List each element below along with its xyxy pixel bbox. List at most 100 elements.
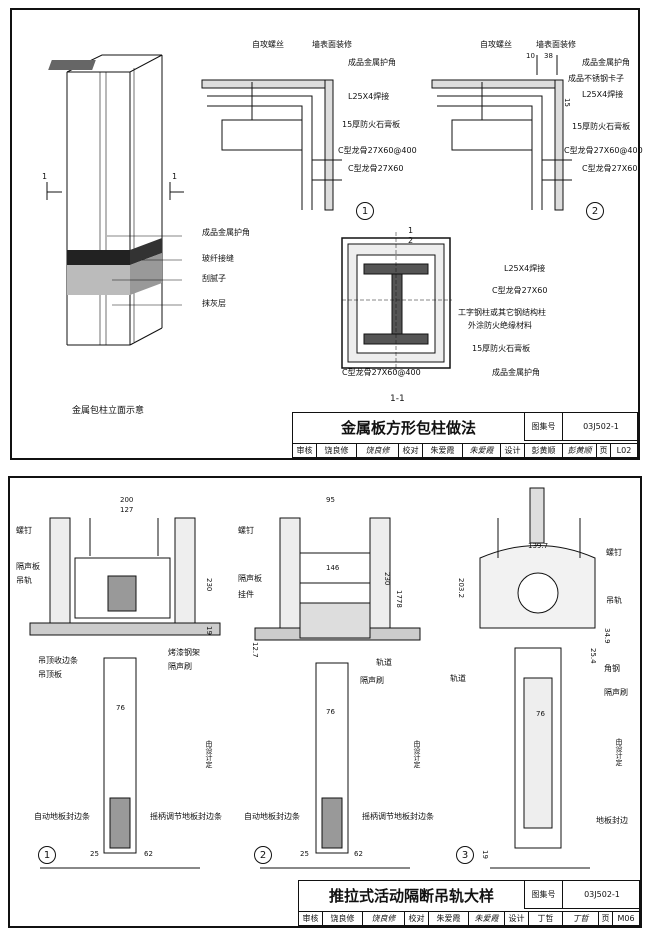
drawing-sheet-l02: 成品金属护角 玻纤接缝 刮腻子 抹灰层 1 1 金属包柱立面示意 自攻螺丝 墙表… xyxy=(10,8,643,460)
d1-dim-25: 25 xyxy=(90,850,99,858)
d3-label-track: 吊轨 xyxy=(606,596,622,605)
d1-label-gypsum: 15厚防火石膏板 xyxy=(342,120,401,129)
d2-dim-76: 76 xyxy=(326,708,335,716)
detail-number-2: 2 xyxy=(586,202,604,220)
s11-label-keel-400: C型龙骨27X60@400 xyxy=(342,368,421,377)
drawing-title: 金属板方形包柱做法 xyxy=(293,413,525,441)
reviewer-signature: 饶良修 xyxy=(357,443,399,457)
detail-number-1: 1 xyxy=(38,846,56,864)
d1-dim-127: 127 xyxy=(120,506,134,514)
label-fiberglass-joint: 玻纤接缝 xyxy=(202,254,234,263)
d2-label-gypsum: 15厚防火石膏板 xyxy=(572,122,631,131)
design-label: 设计 xyxy=(505,911,529,925)
d1-label-panel: 隔声板 xyxy=(16,562,40,571)
d3-dim-203-2: 203.2 xyxy=(457,578,465,599)
review-label: 审核 xyxy=(299,911,323,925)
d3-label-by-design: 由设计定 xyxy=(615,738,623,766)
d2-dim-38: 38 xyxy=(544,52,553,60)
detail-number-1: 1 xyxy=(356,202,374,220)
d1-label-brush: 隔声刷 xyxy=(168,662,192,671)
atlas-label: 图集号 xyxy=(525,881,563,909)
d2-label-keel-400: C型龙骨27X60@400 xyxy=(564,146,643,155)
title-block-l02: 金属板方形包柱做法 图集号 03J502-1 审核 饶良修 饶良修 校对 朱爱霞… xyxy=(292,412,639,458)
d2-dim-15: 15 xyxy=(563,98,571,107)
d1-label-track: 吊轨 xyxy=(16,576,32,585)
section-mark-left: 1 xyxy=(42,172,48,181)
d2-label-angle-weld: L25X4焊接 xyxy=(582,90,624,99)
d1-dim-19: 19 xyxy=(205,626,213,635)
d2-label-brush: 隔声刷 xyxy=(360,676,384,685)
d1-label-metal-corner: 成品金属护角 xyxy=(348,58,396,67)
s11-label-metal-corner: 成品金属护角 xyxy=(492,368,540,377)
detail-number-3: 3 xyxy=(456,846,474,864)
page-number: M06 xyxy=(613,911,639,925)
designer-name: 彭黄顺 xyxy=(525,443,563,457)
d2-label-rail: 轨道 xyxy=(376,658,392,667)
label-putty: 刮腻子 xyxy=(202,274,226,283)
d1-label-keel-400: C型龙骨27X60@400 xyxy=(338,146,417,155)
s11-label-gypsum: 15厚防火石膏板 xyxy=(472,344,531,353)
d2-label-wall-finish: 墙表面装修 xyxy=(536,40,576,49)
d3-dim-34-9: 34.9 xyxy=(603,628,611,644)
atlas-number: 03J502-1 xyxy=(563,881,641,909)
d2-label-steel-clip: 成品不锈钢卡子 xyxy=(568,74,624,83)
detail-number-2: 2 xyxy=(254,846,272,864)
checker-name: 朱爱霞 xyxy=(429,911,469,925)
d2-label-crank-floor-seal: 摇柄调节地板封边条 xyxy=(362,812,434,821)
checker-signature: 朱爱霞 xyxy=(463,443,501,457)
section-mark-right: 1 xyxy=(172,172,178,181)
section-11-caption: 1-1 xyxy=(390,394,405,404)
s11-label-fireproof-coat: 外涂防火绝缘材料 xyxy=(468,321,532,330)
s11-callout-bottom: 2 xyxy=(408,236,414,245)
reviewer-signature: 饶良修 xyxy=(363,911,405,925)
column-elevation-drawing xyxy=(46,54,572,372)
d1-label-ceiling-trim: 吊顶收边条 xyxy=(38,656,78,665)
s11-label-angle-weld: L25X4焊接 xyxy=(504,264,546,273)
d2-dim-1778: 1778 xyxy=(395,590,403,608)
s11-label-keel: C型龙骨27X60 xyxy=(492,286,548,295)
d2-label-panel: 隔声板 xyxy=(238,574,262,583)
designer-signature: 彭黄顺 xyxy=(563,443,597,457)
d1-label-wall-finish: 墙表面装修 xyxy=(312,40,352,49)
d1-label-auto-floor-seal: 自动地板封边条 xyxy=(34,812,90,821)
review-label: 审核 xyxy=(293,443,317,457)
d3-dim-139-7: 139.7 xyxy=(528,542,549,550)
d1-label-keel: C型龙骨27X60 xyxy=(348,164,404,173)
check-label: 校对 xyxy=(405,911,429,925)
d2-dim-146: 146 xyxy=(326,564,340,572)
design-label: 设计 xyxy=(501,443,525,457)
d1-dim-230: 230 xyxy=(205,578,213,592)
d1-label-steel-frame: 烤漆钢架 xyxy=(168,648,200,657)
d2-dim-95: 95 xyxy=(326,496,335,504)
d1-label-angle-weld: L25X4焊接 xyxy=(348,92,390,101)
drawing-title: 推拉式活动隔断吊轨大样 xyxy=(299,881,525,909)
atlas-number: 03J502-1 xyxy=(563,413,639,441)
d1-label-by-design: 由设计定 xyxy=(205,740,213,768)
designer-signature: 丁哲 xyxy=(563,911,599,925)
checker-signature: 朱爱霞 xyxy=(469,911,505,925)
d1-label-crank-floor-seal: 摇柄调节地板封边条 xyxy=(150,812,222,821)
d3-dim-19: 19 xyxy=(481,850,489,859)
check-label: 校对 xyxy=(399,443,423,457)
d2-label-hanger: 挂件 xyxy=(238,590,254,599)
label-plaster-layer: 抹灰层 xyxy=(202,299,226,308)
d2-label-screw: 自攻螺丝 xyxy=(480,40,512,49)
page-label: 页 xyxy=(597,443,611,457)
d2-dim-10: 10 xyxy=(526,52,535,60)
d2-label-auto-floor-seal: 自动地板封边条 xyxy=(244,812,300,821)
d1-label-ceiling-board: 吊顶板 xyxy=(38,670,62,679)
reviewer-name: 饶良修 xyxy=(317,443,357,457)
page-number: L02 xyxy=(611,443,637,457)
designer-name: 丁哲 xyxy=(529,911,563,925)
s11-label-steel-column: 工字钢柱或其它钢结构柱 xyxy=(458,308,546,317)
d2-label-by-design: 由设计定 xyxy=(413,740,421,768)
d1-label-screw: 螺钉 xyxy=(16,526,32,535)
s11-callout-top: 1 xyxy=(408,226,414,235)
d2-label-keel: C型龙骨27X60 xyxy=(582,164,638,173)
elevation-caption: 金属包柱立面示意 xyxy=(72,406,145,416)
d3-dim-76: 76 xyxy=(536,710,545,718)
d2-label-metal-corner: 成品金属护角 xyxy=(582,58,630,67)
d2-dim-12-7: 12.7 xyxy=(251,642,259,658)
checker-name: 朱爱霞 xyxy=(423,443,463,457)
drawing-sheet-m06: 200 127 230 19 76 螺钉 隔声板 吊轨 吊顶收边条 吊顶板 烤漆… xyxy=(8,476,642,928)
